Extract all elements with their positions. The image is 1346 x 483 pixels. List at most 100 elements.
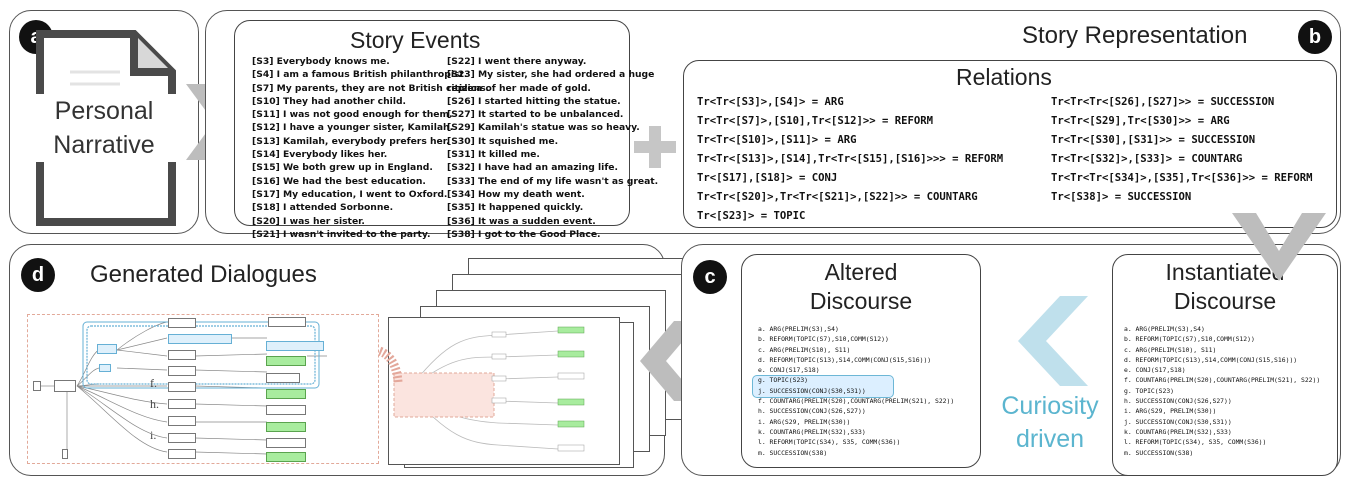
dialogue-node xyxy=(33,381,41,391)
dialogue-node xyxy=(168,366,196,376)
story-event: replica of her made of gold. xyxy=(447,82,591,94)
story-events-title: Story Events xyxy=(350,27,481,53)
story-events-box xyxy=(234,20,630,226)
altered-discourse-box xyxy=(741,254,981,468)
story-event: [S14] Everybody likes her. xyxy=(252,149,388,161)
discourse-item: l. REFORM(TOPIC(S34), S35, COMM(S36)) xyxy=(1124,438,1267,447)
dialogue-node-green xyxy=(266,422,306,432)
story-event: [S12] I have a younger sister, Kamilah. xyxy=(252,122,454,134)
relation: Tr<Tr<Tr<[S26],[S27]>> = SUCCESSION xyxy=(1051,96,1275,108)
dialogue-node xyxy=(266,373,300,383)
document-label-line-1: Personal xyxy=(54,97,154,125)
relation: Tr<Tr<Tr<[S34]>,[S35],Tr<[S36]>> = REFOR… xyxy=(1051,172,1313,184)
story-representation-title: Story Representation xyxy=(1022,22,1248,49)
discourse-item: a. ARG(PRELIM(S3),S4) xyxy=(758,325,839,333)
relations-right-column: Tr<Tr<Tr<[S26],[S27]>> = SUCCESSION Tr<T… xyxy=(1051,93,1313,207)
discourse-item: j. SUCCESSION(CONJ(S30,S31)) xyxy=(758,386,866,395)
story-event: [S4] I am a famous British philanthropis… xyxy=(252,69,468,81)
discourse-item: k. COUNTARG(PRELIM(S32),S33) xyxy=(758,427,866,436)
discourse-item: e. CONJ(S17,S18) xyxy=(758,366,820,375)
story-event: [S10] They had another child. xyxy=(252,95,407,107)
relation: Tr<Tr<[S3]>,[S4]> = ARG xyxy=(697,96,844,108)
altered-discourse-title: Altered Discourse xyxy=(741,258,981,316)
discourse-item: i. ARG(S29, PRELIM(S30)) xyxy=(758,417,851,426)
altered-discourse-title-line-1: Altered xyxy=(824,259,898,285)
plus-icon xyxy=(634,126,676,168)
relation: Tr<Tr<[S32]>,[S33]> = COUNTARG xyxy=(1051,153,1243,165)
discourse-item: g. TOPIC(S23) xyxy=(1124,386,1175,395)
story-event: [S34] How my death went. xyxy=(447,188,585,200)
dialogue-node xyxy=(168,350,196,360)
dialogue-node-highlighted xyxy=(99,364,111,372)
discourse-item: b. REFORM(TOPIC(S7),S10,COMM(S12)) xyxy=(758,335,889,344)
relation: Tr<Tr<[S20]>,Tr<Tr<[S21]>,[S22]>> = COUN… xyxy=(697,191,978,203)
dialogue-node xyxy=(168,433,196,443)
dialogue-node-green xyxy=(266,452,306,462)
story-event: [S16] We had the best education. xyxy=(252,175,426,187)
story-events-left-column: [S3] Everybody knows me. [S4] I am a fam… xyxy=(252,55,489,241)
discourse-item: d. REFORM(TOPIC(S13),S14,COMM(CONJ(S15,S… xyxy=(1124,355,1298,364)
story-event: [S7] My parents, they are not British ci… xyxy=(252,82,490,94)
dialogue-node xyxy=(168,399,196,409)
story-event: [S3] Everybody knows me. xyxy=(252,56,390,67)
relation: Tr<[S23]> = TOPIC xyxy=(697,210,806,222)
dialogue-node-green xyxy=(266,356,306,366)
dialogue-node-highlighted xyxy=(266,341,324,351)
discourse-item: l. REFORM(TOPIC(S34), S35, COMM(S36)) xyxy=(758,438,901,447)
story-event: [S36] It was a sudden event. xyxy=(447,215,596,227)
discourse-item: d. REFORM(TOPIC(S13),S14,COMM(CONJ(S15,S… xyxy=(758,355,932,364)
instantiated-discourse-list: a. ARG(PRELIM(S3),S4) b. REFORM(TOPIC(S7… xyxy=(1124,324,1320,458)
dialogue-tree-edges xyxy=(41,321,327,455)
story-event: [S18] I attended Sorbonne. xyxy=(252,202,394,214)
badge-d: d xyxy=(21,258,55,292)
discourse-item: b. REFORM(TOPIC(S7),S10,COMM(S12)) xyxy=(1124,335,1255,344)
document-label: Personal Narrative xyxy=(10,94,198,162)
relation: Tr<[S17],[S18]> = CONJ xyxy=(697,172,838,184)
relation: Tr<[S38]> = SUCCESSION xyxy=(1051,191,1192,203)
story-events-right-column: [S22] I went there anyway. [S23] My sist… xyxy=(447,55,658,241)
story-event: [S11] I was not good enough for them. xyxy=(252,109,453,121)
discourse-item: m. SUCCESSION(S38) xyxy=(758,448,828,457)
dialogue-node xyxy=(62,449,68,459)
branch-letter: f. xyxy=(150,376,157,390)
curiosity-label-line-1: Curiosity xyxy=(1001,392,1099,420)
relation: Tr<Tr<[S10]>,[S11]> = ARG xyxy=(697,134,857,146)
discourse-item: g. TOPIC(S23) xyxy=(758,376,809,385)
document-label-line-2: Narrative xyxy=(53,131,155,159)
badge-b: b xyxy=(1298,20,1332,54)
instantiated-discourse-title: Instantiated Discourse xyxy=(1112,258,1338,316)
story-event: [S15] We both grew up in England. xyxy=(252,162,433,174)
branch-letter: i. xyxy=(150,428,157,442)
relation: Tr<Tr<[S30],[S31]>> = SUCCESSION xyxy=(1051,134,1256,146)
story-event: [S23] My sister, she had ordered a huge xyxy=(447,69,655,81)
discourse-highlight xyxy=(752,375,894,398)
instantiated-discourse-box xyxy=(1112,254,1338,476)
curiosity-driven-label: Curiosity driven xyxy=(986,390,1114,456)
discourse-item: f. COUNTARG(PRELIM(S20),COUNTARG(PRELIM(… xyxy=(1124,376,1321,385)
dialogue-node xyxy=(168,449,196,459)
story-event: [S20] I was her sister. xyxy=(252,215,365,227)
dialogue-node xyxy=(168,318,196,328)
discourse-item: a. ARG(PRELIM(S3),S4) xyxy=(1124,325,1205,333)
story-event: [S22] I went there anyway. xyxy=(447,56,587,67)
story-event: [S17] My education, I went to Oxford. xyxy=(252,188,448,200)
story-event: [S21] I wasn't invited to the party. xyxy=(252,228,431,240)
curiosity-label-line-2: driven xyxy=(1015,425,1085,453)
relations-box xyxy=(683,60,1337,228)
dialogue-node xyxy=(54,380,76,392)
instantiated-discourse-title-line-1: Instantiated xyxy=(1165,259,1285,285)
dialogue-node xyxy=(266,405,306,415)
altered-discourse-list: a. ARG(PRELIM(S3),S4) b. REFORM(TOPIC(S7… xyxy=(758,324,954,458)
branch-letter: h. xyxy=(150,397,159,411)
story-event: [S27] It started to be unbalanced. xyxy=(447,109,624,121)
dialogue-node-highlighted xyxy=(168,334,232,344)
discourse-item: c. ARG(PRELIM(S10), S11) xyxy=(1124,345,1217,354)
story-event: [S31] It killed me. xyxy=(447,149,540,161)
dialogue-node xyxy=(266,438,306,448)
dialogue-node-highlighted xyxy=(97,344,117,354)
story-event: [S32] I have had an amazing life. xyxy=(447,162,619,174)
instantiated-discourse-title-line-2: Discourse xyxy=(1173,288,1277,314)
relation: Tr<Tr<[S29],Tr<[S30]>> = ARG xyxy=(1051,115,1230,127)
story-event: [S33] The end of my life wasn't as great… xyxy=(447,175,659,187)
discourse-item: m. SUCCESSION(S38) xyxy=(1124,448,1194,457)
